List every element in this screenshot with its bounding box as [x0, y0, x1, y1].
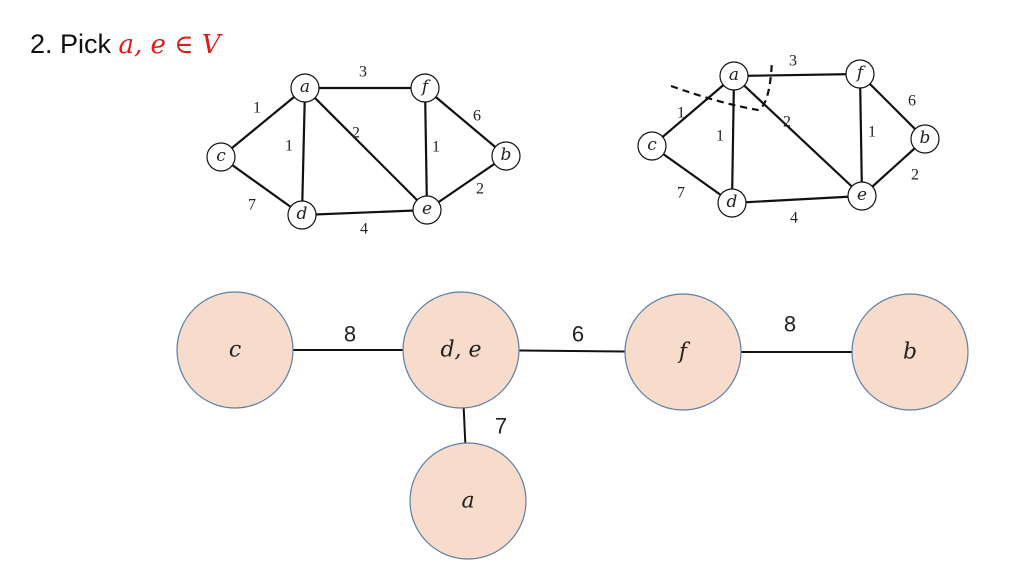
- g3-node-c: [176, 291, 294, 409]
- g3-weight-f-b: 8: [784, 312, 796, 337]
- g3-node-label-c: c: [229, 338, 241, 363]
- g1-weight-c-a: 1: [253, 100, 261, 117]
- g1-node-label-d: d: [297, 204, 308, 224]
- g1-weight-d-e: 4: [360, 221, 368, 238]
- g3-node-f: [624, 293, 742, 411]
- slide-title: 2. Pick a, e ∈ V: [30, 26, 221, 63]
- g2-weight-d-e: 4: [790, 210, 798, 227]
- graph-1: 3 1 1 2 1 6 7 4 2 a c d e f b: [206, 64, 521, 238]
- g1-node-label-b: b: [501, 145, 512, 165]
- g1-edge-a-d: [300, 87, 307, 216]
- g2-node-label-b: b: [920, 128, 931, 148]
- g2-edge-a-e: [733, 75, 863, 197]
- graph-2: 3 1 1 2 1 6 7 4 2 a c d e f b: [637, 53, 940, 227]
- g1-edge-c-d: [220, 156, 303, 216]
- g1-weight-f-e: 1: [432, 139, 440, 156]
- g1-node-label-a: a: [300, 77, 310, 97]
- g1-node-f: [410, 73, 440, 103]
- g2-weight-c-a: 1: [677, 105, 685, 122]
- cut-dashed-line: [670, 59, 774, 112]
- g2-edge-f-b: [859, 73, 926, 140]
- g2-node-label-c: c: [647, 135, 657, 155]
- g1-node-label-e: e: [422, 199, 432, 219]
- g1-node-e: [412, 195, 442, 225]
- g1-edge-f-e: [423, 87, 429, 211]
- g2-node-label-f: f: [855, 63, 866, 83]
- g1-edge-a-e: [304, 87, 428, 211]
- g3-node-a: [409, 442, 527, 560]
- g2-edge-f-e: [858, 73, 864, 197]
- g3-weight-c-de: 8: [344, 322, 356, 347]
- g2-node-label-d: d: [727, 192, 738, 212]
- g2-weight-a-d: 1: [716, 128, 724, 145]
- g2-edge-a-d: [730, 75, 736, 204]
- g1-node-label-f: f: [420, 77, 431, 97]
- g2-node-e: [847, 181, 877, 211]
- g2-weight-e-b: 2: [911, 167, 919, 184]
- g2-edge-d-e: [731, 194, 863, 205]
- g1-edge-e-b: [426, 155, 507, 211]
- g3-node-b: [851, 293, 969, 411]
- g2-node-c: [637, 131, 667, 161]
- g1-weight-a-e: 2: [352, 125, 360, 142]
- g2-node-f: [845, 59, 875, 89]
- title-math: a, e ∈ V: [118, 30, 221, 60]
- g1-edge-c-a: [220, 87, 306, 158]
- g2-weight-a-f: 3: [789, 53, 797, 70]
- g3-weight-de-f: 6: [572, 322, 584, 347]
- g1-weight-e-b: 2: [476, 181, 484, 198]
- g2-weight-f-b: 6: [908, 93, 916, 110]
- g2-node-a: [719, 61, 749, 91]
- g2-node-d: [717, 188, 747, 218]
- g3-node-label-b: b: [903, 340, 917, 365]
- g1-node-c: [206, 142, 236, 172]
- g1-edge-f-b: [424, 87, 507, 157]
- title-prefix: 2. Pick: [30, 29, 119, 59]
- g2-edge-c-a: [651, 75, 735, 147]
- g1-node-a: [290, 73, 320, 103]
- g1-edge-d-e: [301, 208, 428, 217]
- g3-node-de: [402, 291, 520, 409]
- g2-edge-a-f: [733, 72, 861, 78]
- g2-weight-c-d: 7: [677, 185, 685, 202]
- g3-node-label-a: a: [461, 489, 474, 514]
- g1-weight-c-d: 7: [248, 197, 256, 214]
- g1-weight-a-f: 3: [359, 64, 367, 81]
- g2-node-b: [910, 124, 940, 154]
- g1-weight-a-d: 1: [285, 138, 293, 155]
- g2-weight-f-e: 1: [868, 124, 876, 141]
- g2-node-label-e: e: [857, 185, 867, 205]
- g3-node-label-de: d, e: [440, 338, 481, 363]
- g1-node-label-c: c: [216, 146, 226, 166]
- g2-weight-a-e: 2: [783, 114, 791, 131]
- g1-node-d: [287, 200, 317, 230]
- g1-weight-f-b: 6: [473, 108, 481, 125]
- g1-node-b: [491, 141, 521, 171]
- g2-edge-c-d: [651, 145, 733, 204]
- g3-weight-de-a: 7: [495, 414, 507, 439]
- g2-node-label-a: a: [729, 65, 739, 85]
